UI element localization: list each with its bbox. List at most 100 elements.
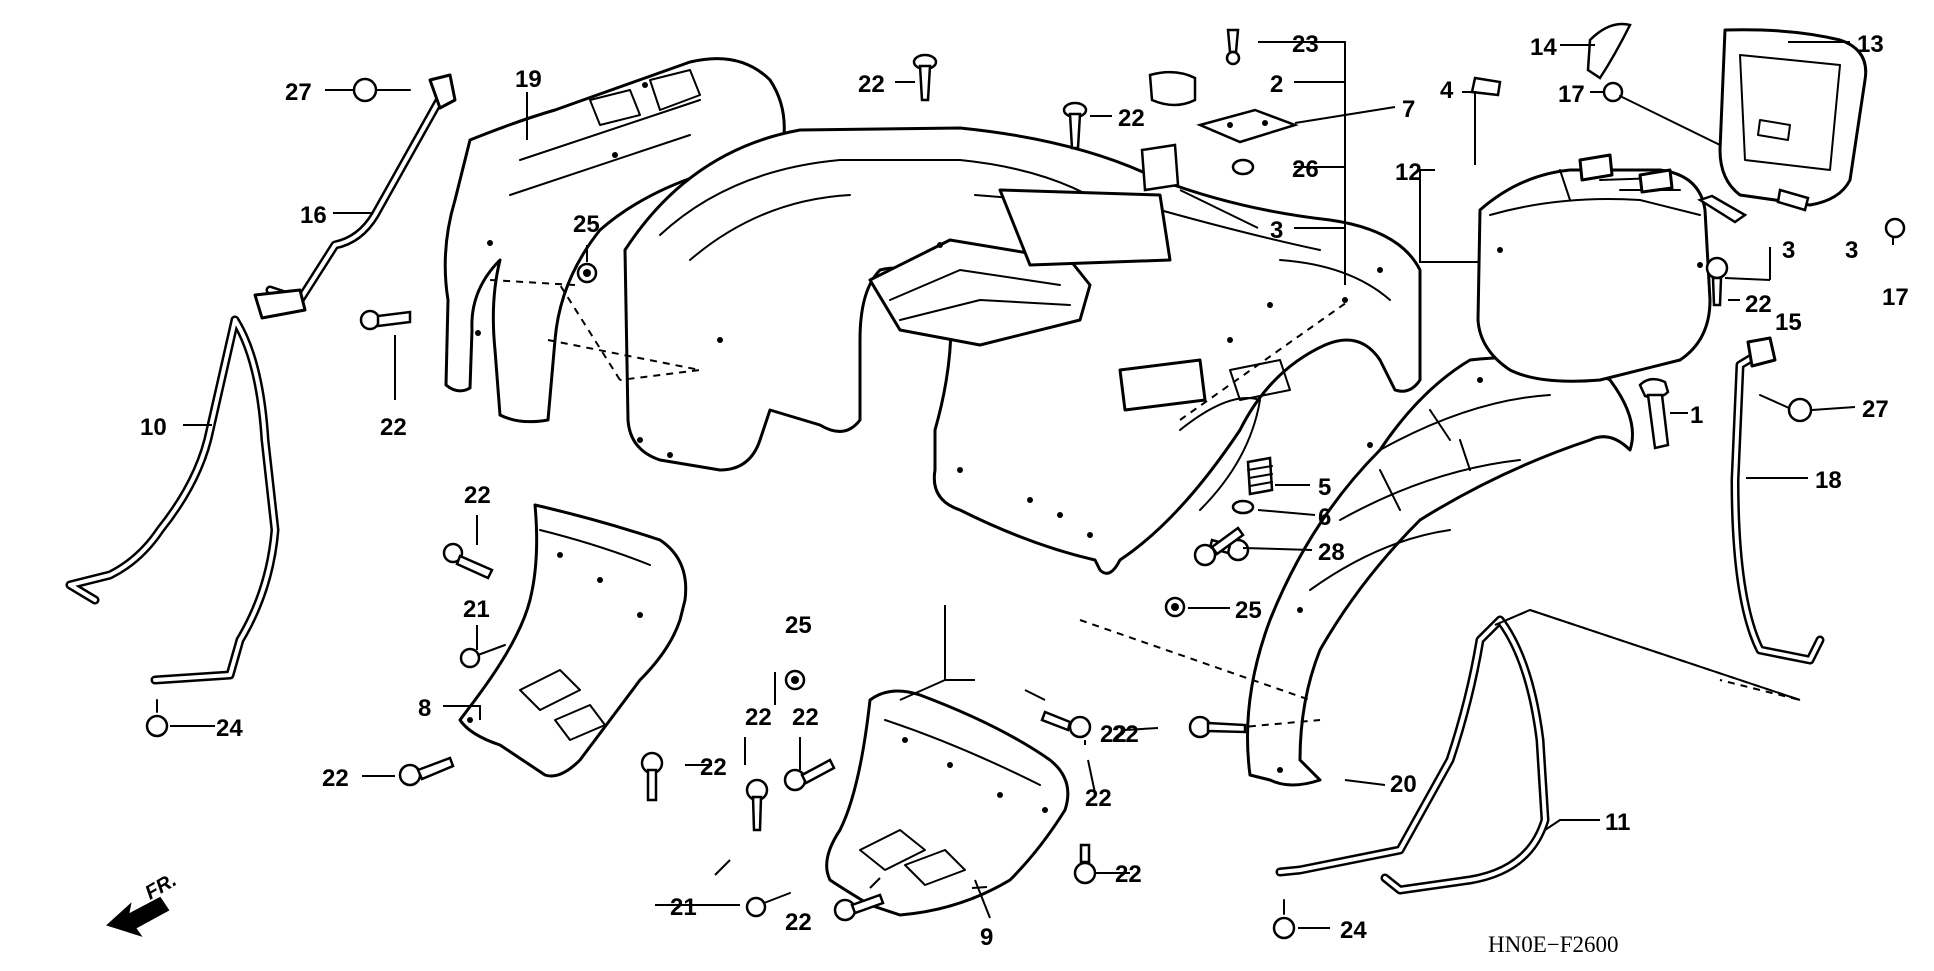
clip-22 xyxy=(359,309,412,331)
callout-22: 22 xyxy=(1085,785,1112,812)
bolt-27 xyxy=(1759,394,1813,423)
tool-box-lid-13 xyxy=(1718,28,1868,207)
mud-guard-9 xyxy=(825,689,1070,917)
rear-fender-main xyxy=(623,126,1422,575)
grommet-25 xyxy=(784,669,806,691)
bolt-28 xyxy=(1193,526,1245,567)
callout-5: 5 xyxy=(1318,474,1331,501)
callout-27: 27 xyxy=(1862,396,1889,423)
clip-22 xyxy=(1705,256,1729,307)
callout-22: 22 xyxy=(1745,291,1772,318)
callout-3: 3 xyxy=(1270,217,1283,244)
clip-22 xyxy=(833,893,885,922)
screw-21 xyxy=(459,644,506,669)
callout-22: 22 xyxy=(380,414,407,441)
callout-22: 22 xyxy=(1100,721,1127,748)
handle-14 xyxy=(1586,22,1632,80)
pad-3 xyxy=(1776,188,1810,212)
bolt-17 xyxy=(1602,81,1721,146)
callout-25: 25 xyxy=(1235,597,1262,624)
callout-22: 22 xyxy=(700,754,727,781)
callout-21: 21 xyxy=(463,596,490,623)
stay-18 xyxy=(1730,336,1825,665)
callout-21: 21 xyxy=(670,894,697,921)
callout-14: 14 xyxy=(1530,34,1557,61)
callout-3: 3 xyxy=(1782,237,1795,264)
mud-guard-8 xyxy=(458,503,688,778)
clip-22 xyxy=(442,542,494,580)
callout-1: 1 xyxy=(1690,402,1703,429)
callout-11: 11 xyxy=(1605,809,1630,836)
front-direction-arrow: FR. xyxy=(106,869,181,937)
callout-22: 22 xyxy=(464,482,491,509)
plate-7 xyxy=(1196,108,1299,144)
spring-5 xyxy=(1246,456,1274,496)
callout-19: 19 xyxy=(515,66,542,93)
callout-10: 10 xyxy=(140,414,167,441)
stay-16 xyxy=(253,73,457,320)
callout-18: 18 xyxy=(1815,467,1842,494)
callout-22: 22 xyxy=(785,909,812,936)
callout-7: 7 xyxy=(1402,96,1415,123)
clip-22 xyxy=(912,53,938,102)
callout-22: 22 xyxy=(1115,861,1142,888)
callout-17: 17 xyxy=(1558,81,1585,108)
screw-21 xyxy=(745,892,791,918)
callout-6: 6 xyxy=(1318,504,1331,531)
clip-22 xyxy=(745,778,769,832)
clip-22 xyxy=(1188,715,1247,739)
callout-12: 12 xyxy=(1395,159,1422,186)
inner-fender-19 xyxy=(443,57,786,424)
callout-22: 22 xyxy=(792,704,819,731)
leader-lines xyxy=(170,41,1894,929)
callout-2: 2 xyxy=(1270,71,1283,98)
callout-25: 25 xyxy=(573,211,600,238)
cushion-2 xyxy=(1148,70,1197,107)
bolt-24 xyxy=(145,699,169,738)
callout-17: 17 xyxy=(1882,284,1909,311)
fender-piece-20 xyxy=(1246,356,1634,787)
callout-22: 22 xyxy=(1118,105,1145,132)
washer-26 xyxy=(1231,158,1255,176)
callout-13: 13 xyxy=(1857,31,1884,58)
callout-labels: 1 2 3 3 3 4 5 6 7 8 9 10 11 12 13 14 15 … xyxy=(140,31,1909,951)
callout-26: 26 xyxy=(1292,156,1319,183)
pad-3 xyxy=(1697,194,1748,224)
callout-23: 23 xyxy=(1292,31,1319,58)
callout-28: 28 xyxy=(1318,539,1345,566)
clip-22 xyxy=(640,751,664,802)
tool-box-12 xyxy=(1476,153,1712,383)
grommet-25 xyxy=(1164,596,1186,618)
bolt-17 xyxy=(1884,217,1906,239)
grommet-25 xyxy=(576,262,598,284)
callout-8: 8 xyxy=(418,695,431,722)
callout-27: 27 xyxy=(285,79,312,106)
assembly-lines xyxy=(489,279,1801,731)
stay-10 xyxy=(65,315,280,685)
stay-11 xyxy=(1275,615,1550,895)
hardware xyxy=(145,22,1906,940)
clip-23 xyxy=(1225,28,1241,66)
callout-22: 22 xyxy=(1112,721,1139,748)
callout-22: 22 xyxy=(322,765,349,792)
callout-24: 24 xyxy=(1340,917,1367,944)
bolt-24 xyxy=(1272,899,1296,940)
clip-22 xyxy=(1073,843,1097,885)
collar-6 xyxy=(1231,499,1255,515)
callout-16: 16 xyxy=(300,202,327,229)
front-direction-label: FR. xyxy=(142,869,181,904)
callout-22: 22 xyxy=(858,71,885,98)
clip-22 xyxy=(1040,710,1092,739)
bolt-27 xyxy=(352,77,411,103)
pad-4 xyxy=(1470,76,1502,97)
bolt-1 xyxy=(1638,377,1670,450)
clip-22 xyxy=(1062,101,1088,150)
clip-22 xyxy=(398,756,455,787)
callout-4: 4 xyxy=(1440,77,1454,104)
callout-22: 22 xyxy=(745,704,772,731)
callout-24: 24 xyxy=(216,715,243,742)
callout-9: 9 xyxy=(980,924,993,951)
callout-15: 15 xyxy=(1775,309,1802,336)
